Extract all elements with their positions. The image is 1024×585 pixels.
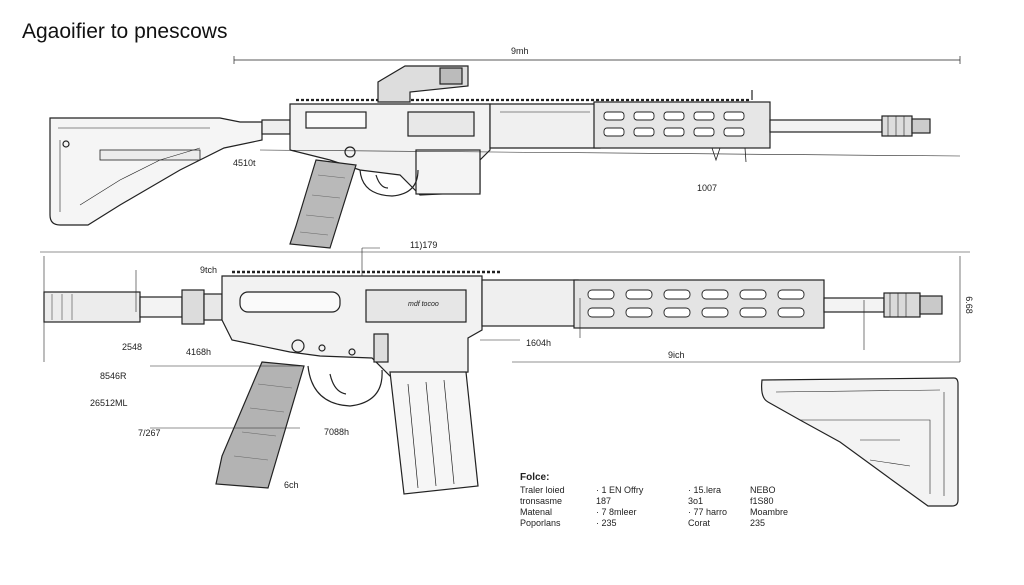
legend-cell: Poporlans bbox=[520, 518, 561, 528]
legend: Folce: Traler loied · 1 EN Offry · 15.le… bbox=[520, 472, 794, 529]
legend-cell: 187 bbox=[596, 496, 612, 506]
legend-cell: f1S80 bbox=[750, 496, 774, 506]
legend-cell: tronsasme bbox=[520, 496, 563, 506]
legend-cell: 3o1 bbox=[688, 496, 704, 506]
legend-cell: Matenal bbox=[520, 507, 553, 517]
page-title: Agaoifier to pnescows bbox=[22, 20, 228, 43]
legend-row: Poporlans · 235 Corat 235 bbox=[520, 518, 794, 529]
dim-left-4-label: 26512ML bbox=[90, 398, 128, 408]
dim-left-2-label: 4168h bbox=[186, 347, 212, 357]
dim-left-3-label: 8546R bbox=[100, 371, 127, 381]
legend-cell: · 7 8mleer bbox=[596, 507, 637, 517]
legend-cell: · 235 bbox=[596, 518, 617, 528]
legend-table: Traler loied · 1 EN Offry · 15.lera NEBO… bbox=[520, 485, 794, 529]
receiver-mark-label: mdf tocoo bbox=[408, 301, 439, 308]
dim-left-5-label: 7/267 bbox=[138, 428, 161, 438]
legend-row: tronsasme 187 3o1 f1S80 bbox=[520, 496, 794, 507]
dim-handguard-label: 9ich bbox=[668, 350, 685, 360]
legend-cell: NEBO bbox=[750, 485, 776, 495]
legend-cell: · 77 harro bbox=[688, 507, 728, 517]
dim-grip-bottom-label: 6ch bbox=[284, 480, 299, 490]
dim-grip-label: 7088h bbox=[324, 427, 350, 437]
legend-row: Matenal · 7 8mleer · 77 harro Moambre bbox=[520, 507, 794, 518]
top-rifle bbox=[49, 56, 961, 249]
dim-left-top-label: 9tch bbox=[200, 265, 218, 275]
legend-cell: Moambre bbox=[750, 507, 789, 517]
legend-heading: Folce: bbox=[520, 472, 550, 483]
legend-cell: · 15.lera bbox=[688, 485, 722, 495]
legend-cell: · 1 EN Offry bbox=[596, 485, 644, 495]
legend-row: Traler loied · 1 EN Offry · 15.lera NEBO bbox=[520, 485, 794, 496]
dim-stock-label: 4510t bbox=[233, 158, 256, 168]
legend-cell: Corat bbox=[688, 518, 711, 528]
bottom-rifle bbox=[43, 247, 960, 495]
dim-left-1-label: 2548 bbox=[122, 342, 143, 352]
dim-barrel-mid-label: 1604h bbox=[526, 338, 552, 348]
dim-rail-label: 1007 bbox=[697, 183, 718, 193]
dim-center-label: 11)179 bbox=[410, 240, 438, 250]
dim-right-vertical-label: 6.68 bbox=[963, 296, 974, 314]
dim-overall-label: 9mh bbox=[511, 46, 529, 56]
legend-cell: 235 bbox=[750, 518, 766, 528]
legend-cell: Traler loied bbox=[520, 485, 565, 495]
detached-stock bbox=[761, 377, 959, 507]
